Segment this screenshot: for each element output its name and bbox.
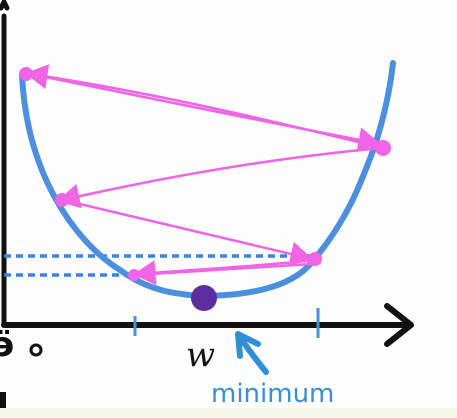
step-dot-2 [375, 140, 391, 156]
corner-glyph: ӭ [0, 325, 43, 410]
step-arrow-3 [57, 146, 383, 209]
step-arrow-4 [61, 198, 313, 267]
corner-mark [0, 392, 6, 410]
minimum-point [191, 285, 217, 311]
step-dot-1 [19, 67, 33, 81]
step-dot-3 [55, 193, 69, 207]
bottom-strip [0, 408, 457, 418]
step-arrow-1 [25, 64, 383, 150]
minimum-pointer-arrow [239, 337, 269, 375]
x-axis-arrowhead [384, 303, 414, 347]
weight-label: w [186, 335, 215, 375]
step-arrow-6 [134, 262, 313, 277]
corner-glyph-dot [29, 343, 43, 357]
cost-curve [19, 60, 396, 300]
step-dot-5 [128, 269, 140, 281]
step-arrow-2 [29, 72, 381, 153]
y-axis-arrowhead [0, 0, 10, 11]
step-path [25, 64, 383, 286]
corner-glyph-text: ӭ [0, 325, 14, 365]
step-dot-4 [308, 252, 322, 266]
minimum-pointer-arrowhead [235, 331, 261, 359]
step-arrow-5 [133, 258, 317, 286]
minimum-label: minimum [211, 379, 334, 409]
